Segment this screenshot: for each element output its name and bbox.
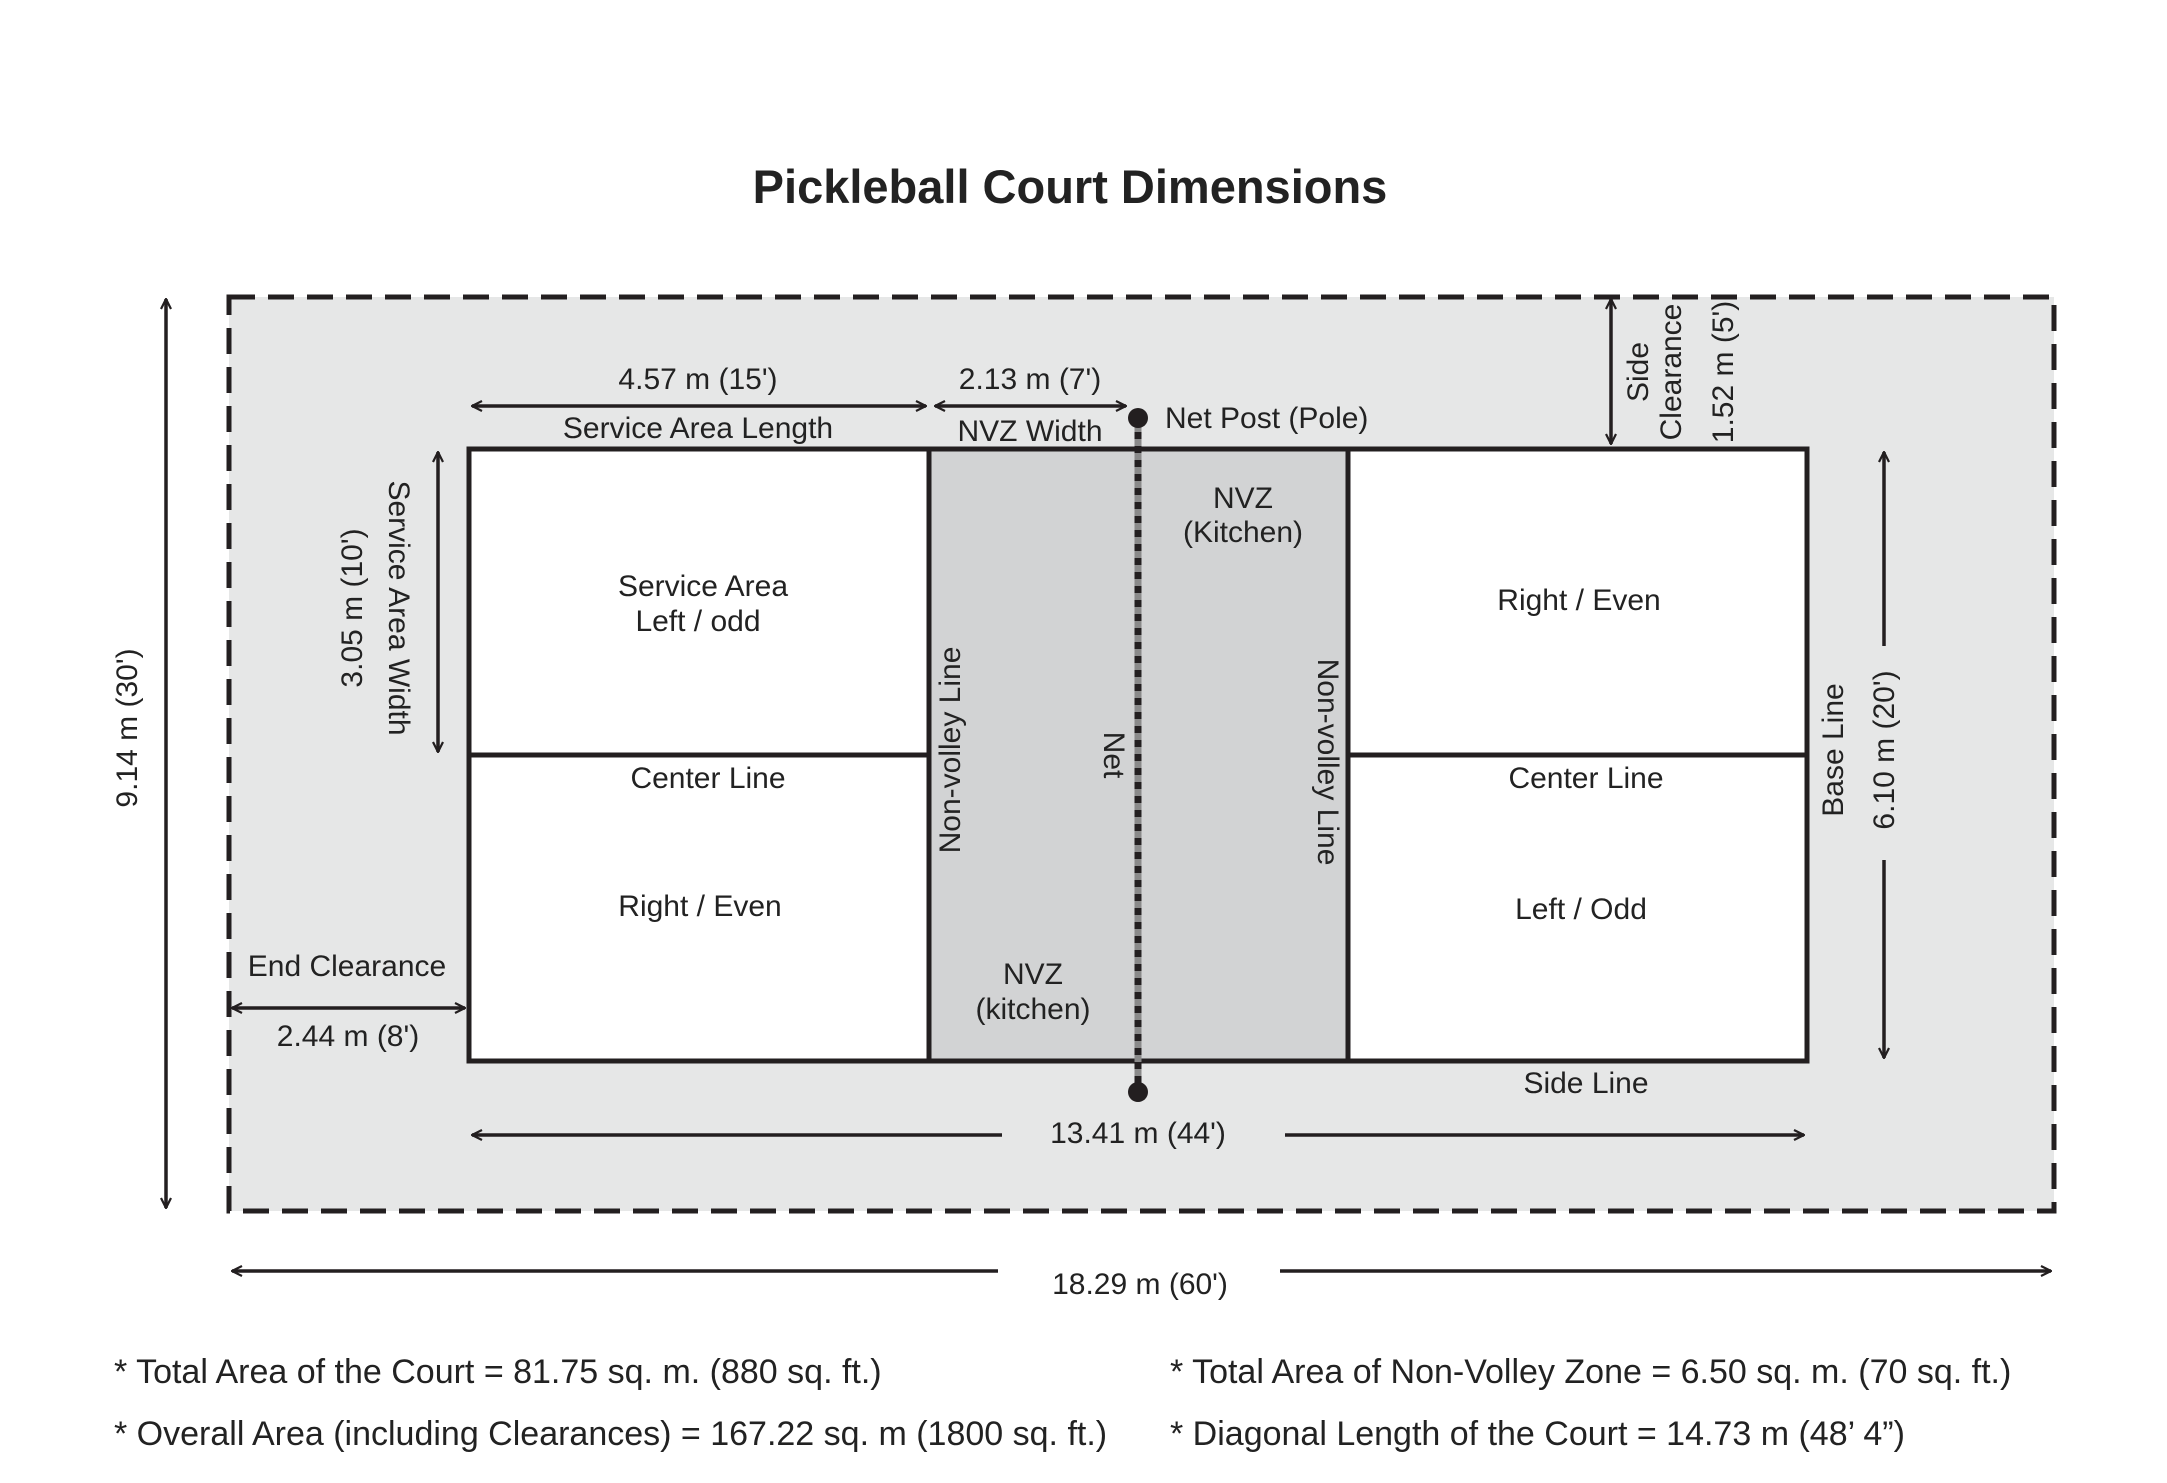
service-area-label-2: Left / odd (635, 605, 760, 638)
end-clearance-label: End Clearance (248, 950, 446, 983)
service-width-value: 3.05 m (10') (336, 528, 369, 687)
net-label: Net (1097, 732, 1130, 779)
side-line-label: Side Line (1523, 1067, 1648, 1100)
net-post-top-icon (1128, 408, 1148, 428)
overall-length-value: 18.29 m (60') (1052, 1268, 1228, 1301)
non-volley-line-right-label: Non-volley Line (1311, 659, 1344, 866)
note-total-area: * Total Area of the Court = 81.75 sq. m.… (114, 1353, 882, 1391)
base-line-label: Base Line (1817, 683, 1850, 816)
total-width-value: 9.14 m (30') (111, 648, 144, 807)
note-diagonal: * Diagonal Length of the Court = 14.73 m… (1170, 1415, 1905, 1453)
right-even-top-label: Right / Even (1497, 584, 1660, 617)
service-width-name: Service Area Width (382, 480, 415, 735)
diagram-title: Pickleball Court Dimensions (753, 160, 1388, 213)
side-clearance-value: 1.52 m (5') (1707, 301, 1740, 443)
center-line-left-label: Center Line (630, 762, 785, 795)
center-line-right-label: Center Line (1508, 762, 1663, 795)
nvz-top-label-2: (Kitchen) (1183, 516, 1303, 549)
end-clearance-value: 2.44 m (8') (277, 1020, 419, 1053)
left-odd-bottom-label: Left / Odd (1515, 893, 1647, 926)
service-length-name: Service Area Length (563, 412, 833, 445)
side-clearance-label-1: Side (1622, 342, 1655, 402)
nvz-width-name: NVZ Width (957, 415, 1102, 448)
nvz-bottom-label-1: NVZ (1003, 958, 1063, 991)
right-even-bottom-label: Right / Even (618, 890, 781, 923)
nvz-top-label-1: NVZ (1213, 482, 1273, 515)
service-area-label-1: Service Area (618, 570, 788, 603)
service-length-value: 4.57 m (15') (618, 363, 777, 396)
nvz-bottom-label-2: (kitchen) (975, 993, 1090, 1026)
non-volley-line-left-label: Non-volley Line (934, 647, 967, 854)
net-post-label: Net Post (Pole) (1165, 402, 1368, 435)
note-nvz-area: * Total Area of Non-Volley Zone = 6.50 s… (1170, 1353, 2011, 1391)
court-width-value: 6.10 m (20') (1868, 670, 1901, 829)
note-overall-area: * Overall Area (including Clearances) = … (114, 1415, 1107, 1453)
net-post-bottom-icon (1128, 1082, 1148, 1102)
side-clearance-label-2: Clearance (1655, 304, 1688, 441)
court-length-value: 13.41 m (44') (1050, 1117, 1226, 1150)
nvz-width-value: 2.13 m (7') (959, 363, 1101, 396)
